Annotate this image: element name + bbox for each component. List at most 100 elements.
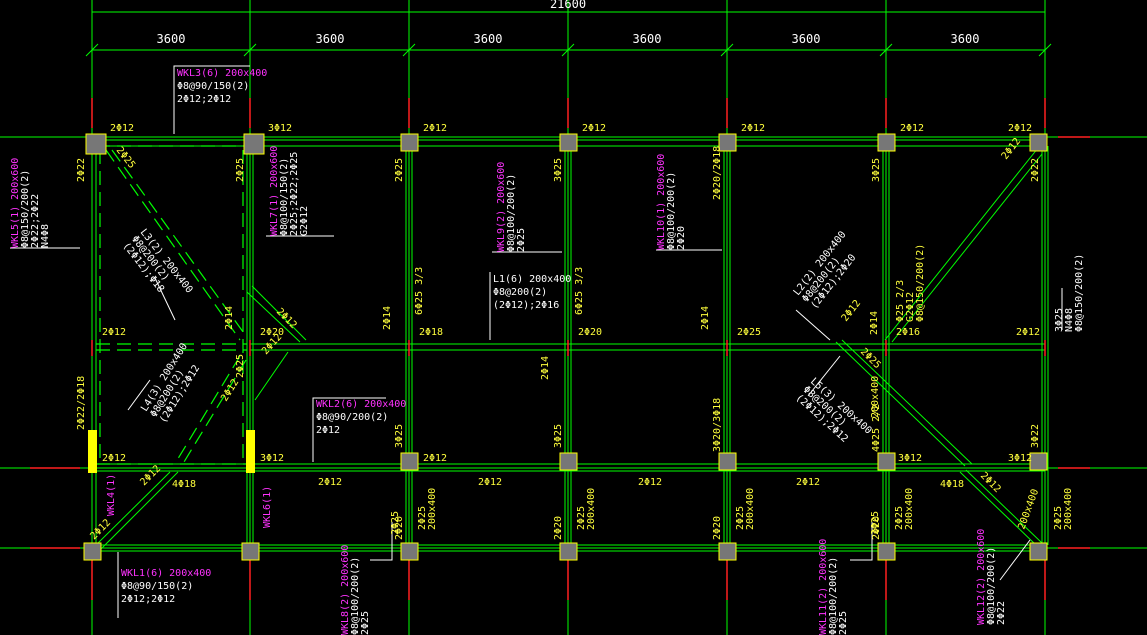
rebar-label: 4Φ18: [172, 479, 196, 490]
beam-stirrup: Φ8@150/200(2): [915, 244, 926, 322]
column[interactable]: [718, 133, 737, 152]
dashed-beam: [105, 149, 241, 341]
columns: [83, 133, 1048, 561]
beam-bars: 3Φ25: [1054, 308, 1065, 332]
beam-name: WKL11(2) 200x600: [818, 539, 829, 635]
diagonal-beam-edge: [835, 341, 966, 467]
beam-stirrup: Φ8@100/200(2): [350, 557, 361, 635]
beam-name: WKL5(1) 200x600: [10, 158, 21, 248]
rebar-label: 2Φ25: [737, 327, 761, 338]
diagonal-beam-edge: [246, 291, 301, 343]
rebar-label: 3Φ25: [394, 424, 405, 448]
column[interactable]: [400, 452, 419, 471]
rebar-label: 200x400: [1016, 488, 1041, 531]
rebar-label: 2Φ12: [318, 477, 342, 488]
dimension-tick: [85, 43, 99, 57]
diagonal-beam-edge: [891, 153, 1043, 343]
diagonal-beam-edge: [959, 471, 1037, 546]
rebar-label: 2Φ20: [871, 516, 882, 540]
column[interactable]: [400, 542, 419, 561]
beam-name: WKL2(6) 200x400: [316, 399, 406, 410]
rebar-label: 2Φ20: [578, 327, 602, 338]
rebar-label: 2Φ20: [260, 327, 284, 338]
vertical-callout-wkl7: WKL7(1) 200x600 Φ8@100/150(2) 2Φ25;2Φ22;…: [269, 146, 310, 236]
rebar-label: 6Φ25 3/3: [574, 267, 585, 315]
rebar-label: 4Φ25 2/2: [871, 404, 882, 452]
leader-line: [154, 277, 176, 321]
dimension-tick: [879, 43, 893, 57]
rebar-label: 2Φ14: [540, 356, 551, 380]
rebar-label: 3Φ20/3Φ18: [712, 398, 723, 452]
beam-name: WKL10(1) 200x600: [656, 154, 667, 250]
rebar-label: 2Φ12: [582, 123, 606, 134]
rebar-label: 2Φ12: [840, 298, 864, 324]
vertical-callout-wkl12: WKL12(2) 200x600 Φ8@100/200(2) 2Φ22: [976, 529, 1007, 625]
rebar-label: 2Φ25: [417, 506, 428, 530]
column[interactable]: [85, 133, 107, 155]
beam-stirrup: Φ8@90/200(2): [316, 412, 388, 423]
column[interactable]: [877, 452, 896, 471]
column[interactable]: [559, 133, 578, 152]
beam-bars: 2Φ22;2Φ22: [30, 194, 41, 248]
beam-bars: 2Φ12;2Φ12: [177, 94, 231, 105]
rebar-label: 2Φ12: [102, 453, 126, 464]
diagonal-beam-edge: [841, 339, 973, 465]
beam-extra: N4Φ8: [40, 224, 51, 248]
beam-bars: 2Φ22: [996, 601, 1007, 625]
rebar-label: 2Φ22/2Φ18: [76, 376, 87, 430]
dimension-lines: [85, 11, 1052, 57]
rebar-label: 2Φ12: [219, 377, 241, 403]
rebar-label: 2Φ25: [235, 354, 246, 378]
column[interactable]: [1029, 452, 1048, 471]
rebar-label: 2Φ16: [896, 327, 920, 338]
beam-name: WKL1(6) 200x400: [121, 568, 211, 579]
vertical-callout-wkl5: WKL5(1) 200x600 Φ8@150/200(2) 2Φ22;2Φ22 …: [10, 158, 51, 248]
rebar-label: 2Φ12: [741, 123, 765, 134]
column[interactable]: [559, 542, 578, 561]
highlighted-column[interactable]: [246, 430, 255, 473]
rebar-label: 3Φ25: [553, 158, 564, 182]
rebar-label: 2Φ12: [638, 477, 662, 488]
rebar-size: 200x400: [586, 488, 597, 530]
column[interactable]: [400, 133, 419, 152]
column[interactable]: [718, 542, 737, 561]
rebar-label: 2Φ18: [419, 327, 443, 338]
beam-name: WKL4(1): [106, 474, 117, 516]
rebar-label: 2Φ12: [978, 470, 1003, 495]
leader-line: [999, 539, 1031, 581]
dimension-tick: [720, 43, 734, 57]
beam-name: WKL12(2) 200x600: [976, 529, 987, 625]
vertical-callout-wkl10: WKL10(1) 200x600 Φ8@100/200(2) 2Φ20: [656, 154, 687, 250]
dimension-tick: [1038, 43, 1052, 57]
column[interactable]: [1029, 133, 1048, 152]
column[interactable]: [83, 542, 102, 561]
column[interactable]: [243, 133, 265, 155]
column[interactable]: [718, 452, 737, 471]
beam-bars: 2Φ12;2Φ12: [121, 594, 175, 605]
highlighted-column[interactable]: [88, 430, 97, 473]
rebar-size: 200x400: [1063, 488, 1074, 530]
rebar-label: 2Φ14: [700, 306, 711, 330]
rebar-label: 3Φ12: [1008, 453, 1032, 464]
bay-dimension-text: 3600: [474, 32, 503, 46]
column[interactable]: [559, 452, 578, 471]
rebar-label: 3Φ12: [260, 453, 284, 464]
column[interactable]: [1029, 542, 1048, 561]
beam-stirrup: Φ8@100/200(2): [828, 557, 839, 635]
vertical-callout-right: 3Φ25 N4Φ8 Φ8@150/200(2): [1054, 254, 1085, 332]
rebar-label: 2Φ14: [382, 306, 393, 330]
dashed-beam: [175, 355, 241, 463]
rebar-label: 2Φ12: [423, 123, 447, 134]
rebar-label: 3Φ22: [1030, 424, 1041, 448]
column[interactable]: [877, 133, 896, 152]
column[interactable]: [877, 542, 896, 561]
diagonal-beam-edge: [884, 147, 1039, 341]
beam-stirrup: Φ8@90/150(2): [177, 81, 249, 92]
vertical-callout-wkl8: WKL8(2) 200x600 Φ8@100/200(2) 2Φ25: [340, 545, 371, 635]
bay-dimension-text: 3600: [792, 32, 821, 46]
beam-bars: 2Φ25: [838, 611, 849, 635]
rebar-label: 2Φ25: [235, 158, 246, 182]
column[interactable]: [241, 542, 260, 561]
